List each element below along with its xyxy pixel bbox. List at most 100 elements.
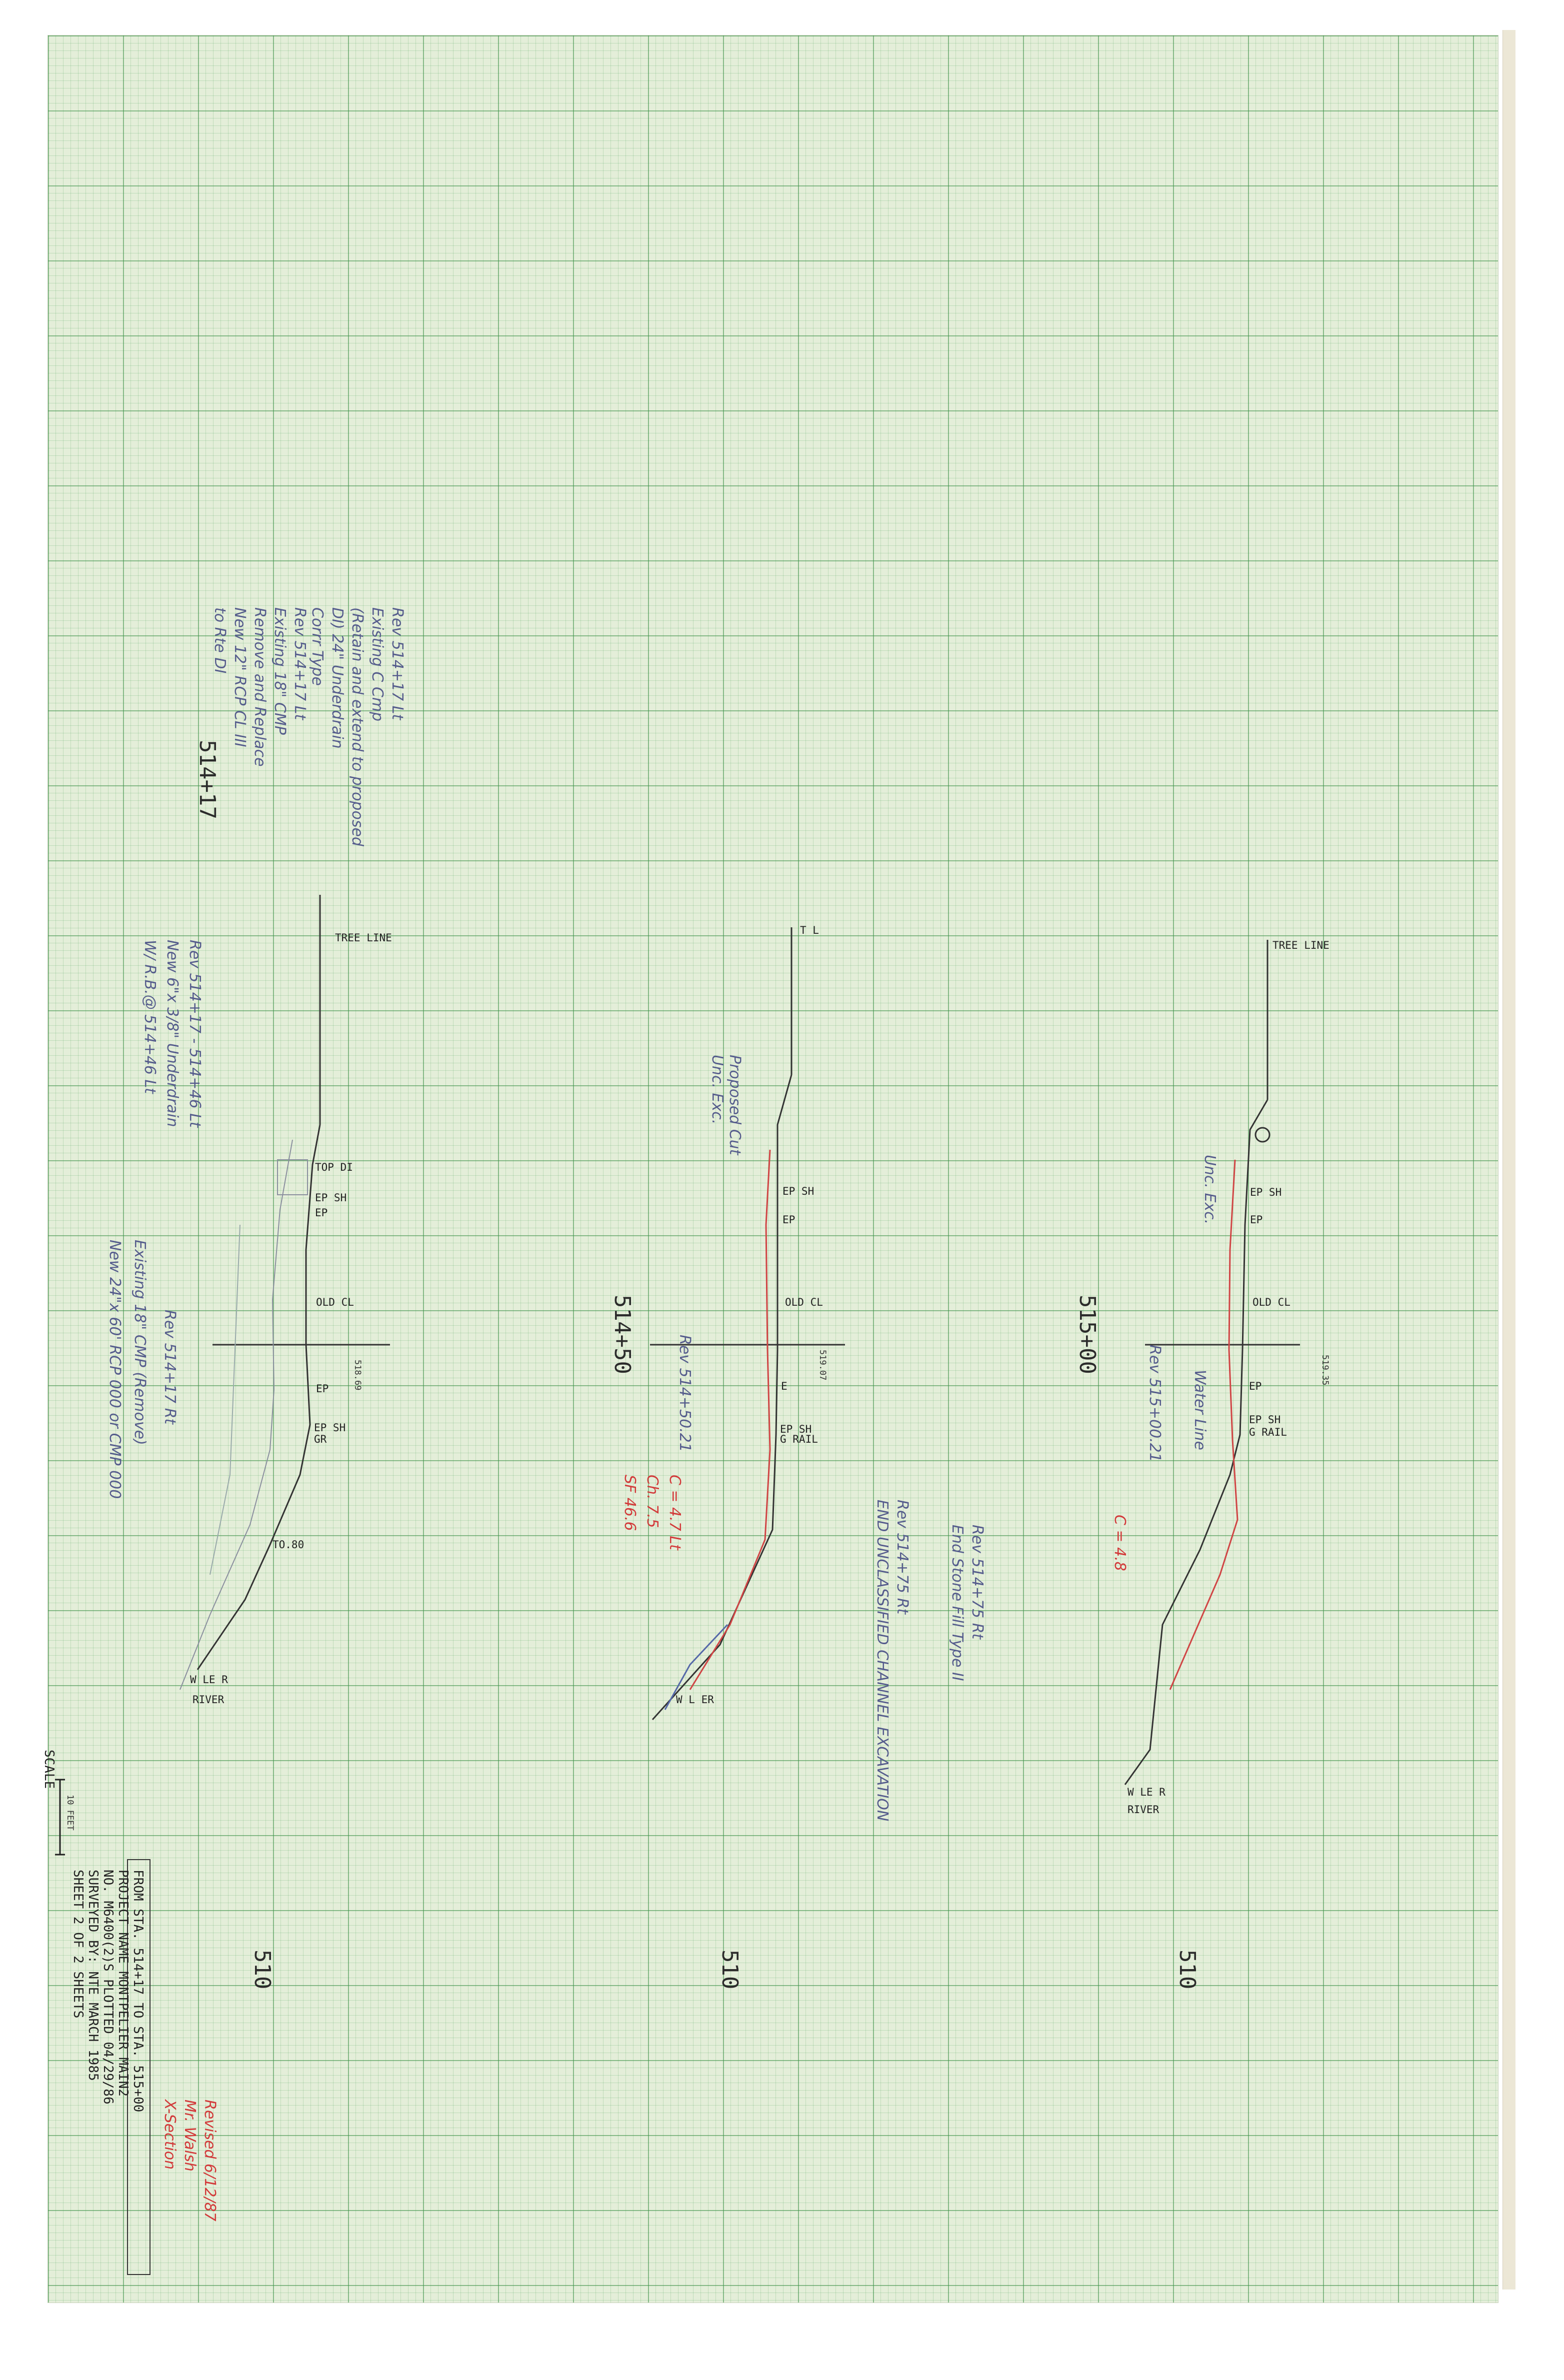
tree-line-label: T L — [800, 924, 819, 936]
stone-fill-note: Rev 514+75 Rt End Stone Fill Type II — [948, 1525, 986, 1681]
ep-sh-label: EP SH — [1250, 1186, 1282, 1198]
note-line: Proposed Cut — [726, 1055, 744, 1156]
note-line: Existing 18" CMP (Remove) — [131, 1240, 148, 1445]
proposed-profile — [1169, 1159, 1238, 1690]
sheet-edge — [1502, 30, 1516, 2290]
elev-label: 518.69 — [352, 1360, 362, 1390]
title-line: FROM STA. 514+17 TO STA. 515+00 — [130, 1870, 146, 2112]
note-line: Existing 18" CMP — [271, 607, 288, 735]
note-line: New 12" RCP CL III — [231, 607, 248, 747]
note-line: Remove and Replace — [251, 607, 268, 767]
ep-label: EP — [1250, 1214, 1262, 1226]
g-rail-label: G RAIL — [1249, 1426, 1287, 1438]
pipe-line — [210, 1224, 240, 1575]
ep-sh-bottom-label: EP SH — [780, 1423, 812, 1435]
elev-510-label: 510 — [717, 1950, 742, 1989]
note-line: Water Line — [1191, 1370, 1208, 1450]
graph-paper-sheet — [48, 35, 1498, 2303]
note-line: Existing C Cmp — [368, 607, 386, 721]
ep-bottom-label: E — [781, 1380, 788, 1392]
old-cl-label: OLD CL — [785, 1296, 823, 1308]
title-block: FROM STA. 514+17 TO STA. 515+00 PROJECT … — [70, 1859, 218, 2275]
ep-bottom-label: EP — [1249, 1380, 1262, 1392]
note-line: W/ R.B.@ 514+46 Lt — [141, 940, 158, 1094]
note-line: End Stone Fill Type II — [948, 1525, 966, 1681]
notes-left: Rev 515+00.21 Unc. Exc. Water Line — [1146, 1155, 1218, 1462]
title-line: PROJECT NAME MONTPELIER MAIN2 — [116, 1870, 130, 2097]
section-514-17: TREE LINE TOP DI EP SH EP OLD CL EP EP S… — [106, 607, 406, 1989]
to-label: TO.80 — [272, 1539, 304, 1551]
gr-label: GR — [314, 1433, 327, 1445]
ep-sh-label: EP SH — [782, 1185, 814, 1197]
note-line: (Retain and extend to proposed — [348, 607, 366, 847]
note-line: X-Section — [161, 2099, 178, 2170]
tree-line-label: TREE LINE — [335, 932, 392, 944]
note-line: SF 46.6 — [621, 1475, 638, 1531]
elev-510-label: 510 — [1174, 1950, 1200, 1989]
note-line: Rev 514+17 Rt — [161, 1310, 178, 1425]
title-line: NO. M6400(2)S PLOTTED 04/29/86 — [100, 1870, 116, 2105]
note-line: Rev 514+17 Lt — [291, 607, 308, 720]
station-label: 514+17 — [194, 740, 220, 819]
note-line: Rev 514+75 Rt — [968, 1525, 986, 1640]
note-line: Rev 514+17 - 514+46 Lt — [186, 940, 204, 1128]
ground-profile — [196, 1124, 321, 1670]
note-line: C = 4.8 — [1111, 1515, 1128, 1571]
note-line: Ch. 7.5 — [644, 1475, 661, 1528]
title-block-frame — [127, 1859, 150, 2275]
wle-label: W LE R — [190, 1674, 228, 1686]
river-label: RIVER — [1128, 1804, 1160, 1816]
scale-bar: SCALE 10 FEET — [42, 1750, 75, 1856]
note-line: Rev 514+17 Lt — [388, 607, 406, 720]
note-line: New 6"x 3/8" Underdrain — [164, 940, 181, 1127]
handwritten-revision: Revised 6/12/87 Mr. Walsh X-Section — [161, 2099, 218, 2222]
note-line: END UNCLASSIFIED CHANNEL EXCAVATION — [874, 1500, 891, 1821]
notes-left: Rev 514+50.21 Proposed Cut Unc. Exc. — [676, 1055, 744, 1452]
elev-label: 519.07 — [818, 1350, 828, 1380]
notes-mid: Rev 514+17 Lt Existing 18" CMP Remove an… — [211, 607, 308, 767]
note-line: Rev 514+75 Rt — [894, 1500, 911, 1615]
note-line: C = 4.7 Lt — [666, 1475, 684, 1551]
note-line: DI) 24" Underdrain — [328, 607, 346, 749]
ep-sh-bottom-label: EP SH — [314, 1422, 346, 1434]
ep-label: EP — [782, 1214, 795, 1226]
station-label: 514+50 — [610, 1295, 635, 1374]
note-line: Mr. Walsh — [181, 2100, 198, 2172]
elev-510-label: 510 — [250, 1950, 275, 1989]
notes-red: C = 4.7 Lt Ch. 7.5 SF 46.6 — [621, 1475, 684, 1551]
ep-sh-bottom-label: EP SH — [1249, 1414, 1280, 1426]
notes-bottom: Rev 514+17 Rt Existing 18" CMP (Remove) … — [106, 1240, 178, 1499]
ground-profile — [1124, 1099, 1268, 1785]
station-label: 515+00 — [1074, 1295, 1100, 1374]
notes-top: Rev 514+17 Lt Existing C Cmp (Retain and… — [308, 607, 406, 847]
note-line: Revised 6/12/87 — [201, 2100, 218, 2222]
channel-excavation-note: Rev 514+75 Rt END UNCLASSIFIED CHANNEL E… — [874, 1500, 911, 1821]
stone-fill — [664, 1624, 728, 1710]
wle-label: W L ER — [676, 1694, 714, 1706]
old-cl-label: OLD CL — [316, 1296, 354, 1308]
ep-bottom-label: EP — [316, 1383, 328, 1395]
ep-sh-label: EP SH — [315, 1192, 346, 1204]
title-line: SHEET 2 OF 2 SHEETS — [70, 1870, 86, 2018]
note-line: Rev 515+00.21 — [1146, 1345, 1164, 1462]
river-label: RIVER — [192, 1694, 224, 1706]
title-line: SURVEYED BY: NTE MARCH 1985 — [86, 1870, 100, 2081]
proposed-profile — [689, 1149, 771, 1690]
drop-inlet — [277, 1159, 308, 1195]
utility-pole-icon — [1254, 1127, 1270, 1143]
title-block-text: FROM STA. 514+17 TO STA. 515+00 PROJECT … — [70, 1870, 146, 2112]
proposed-profile — [180, 1139, 293, 1690]
scale-label: SCALE — [42, 1750, 56, 1789]
notes-right: Rev 514+17 - 514+46 Lt New 6"x 3/8" Unde… — [141, 940, 204, 1128]
tree-line-label: TREE LINE — [1272, 939, 1330, 951]
note-line: New 24"x 60' RCP 000 or CMP 000 — [106, 1240, 124, 1499]
notes-red: C = 4.8 — [1111, 1515, 1128, 1571]
top-di-label: TOP DI — [315, 1161, 353, 1173]
note-line: Corrr Type — [308, 607, 326, 686]
note-line: Unc. Exc. — [708, 1055, 726, 1124]
note-line: to Rte DI — [211, 607, 228, 673]
ep-label: EP — [315, 1207, 328, 1219]
scale-value: 10 FEET — [65, 1795, 75, 1831]
note-line: Rev 514+50.21 — [676, 1335, 694, 1452]
